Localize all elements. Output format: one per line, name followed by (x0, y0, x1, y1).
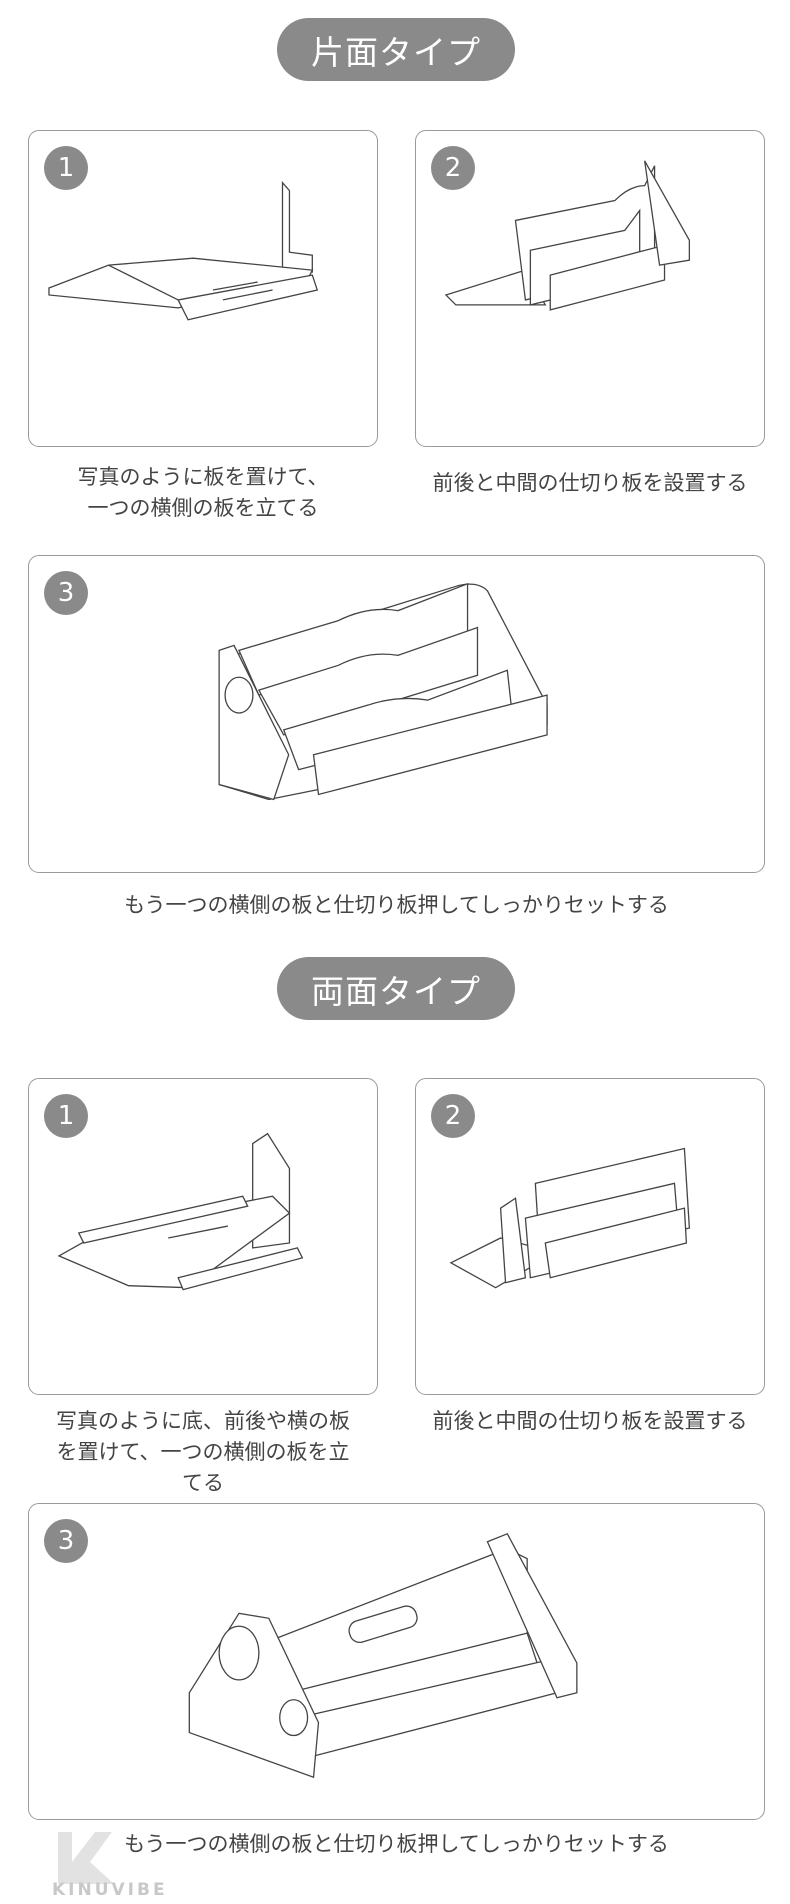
step-number-badge: 1 (44, 1094, 88, 1138)
step-2-image-panel: 2 (415, 130, 765, 447)
assembly-illustration (188, 1532, 578, 1779)
caption-line: 一つの横側の板を立てる (87, 496, 319, 520)
step-number-badge: 3 (44, 1519, 88, 1563)
step-1-caption: 写真のように底、前後や横の板 を置けて、一つの横側の板を立 てる (28, 1406, 378, 1499)
caption-line: 写真のように板を置けて、 (77, 465, 329, 489)
step-3-image-panel: 3 (28, 1503, 765, 1820)
caption-line: 写真のように底、前後や横の板 (56, 1409, 350, 1433)
watermark-text: KINUVIBE (52, 1880, 168, 1900)
assembly-illustration (449, 1147, 691, 1289)
caption-line: もう一つの横側の板と仕切り板押してしっかりセットする (124, 1832, 669, 1856)
section-title-single-sided: 片面タイプ (277, 18, 515, 81)
assembly-illustration (218, 582, 548, 801)
step-number-badge: 2 (431, 1094, 475, 1138)
assembly-illustration (57, 1132, 304, 1291)
caption-line: てる (182, 1471, 224, 1495)
caption-line: 前後と中間の仕切り板を設置する (432, 1409, 748, 1433)
caption-line: を置けて、一つの横側の板を立 (56, 1440, 350, 1464)
section-title-double-sided: 両面タイプ (277, 957, 515, 1020)
assembly-illustration (48, 180, 319, 321)
brand-logo-icon (58, 1832, 112, 1884)
step-number-badge: 3 (44, 571, 88, 615)
step-2-caption: 前後と中間の仕切り板を設置する (400, 1406, 780, 1437)
step-2-caption: 前後と中間の仕切り板を設置する (400, 468, 780, 499)
caption-line: もう一つの横側の板と仕切り板押してしっかりセットする (124, 893, 669, 917)
step-3-caption: もう一つの横側の板と仕切り板押してしっかりセットする (28, 1829, 765, 1860)
caption-line: 前後と中間の仕切り板を設置する (432, 471, 748, 495)
assembly-illustration (444, 160, 691, 311)
step-number-badge: 2 (431, 146, 475, 190)
step-number-badge: 1 (44, 146, 88, 190)
step-1-image-panel: 1 (28, 130, 378, 447)
step-2-image-panel: 2 (415, 1078, 765, 1395)
step-3-caption: もう一つの横側の板と仕切り板押してしっかりセットする (28, 890, 765, 921)
step-1-image-panel: 1 (28, 1078, 378, 1395)
step-1-caption: 写真のように板を置けて、 一つの横側の板を立てる (28, 462, 378, 524)
step-3-image-panel: 3 (28, 555, 765, 873)
